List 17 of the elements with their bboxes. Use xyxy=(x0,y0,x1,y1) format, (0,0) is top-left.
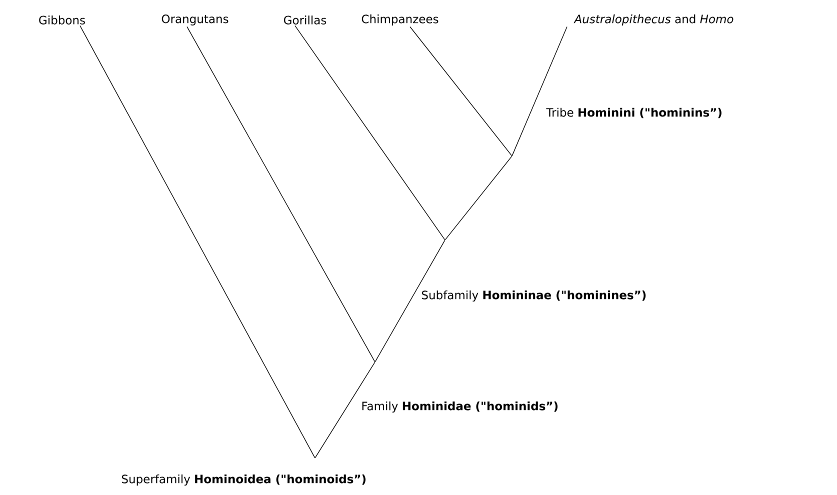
branch-line xyxy=(294,25,446,240)
clade-label: Family Hominidae ("hominids”) xyxy=(362,401,558,413)
clade-label: Tribe Hominini ("hominins”) xyxy=(546,108,722,118)
clade-label: Subfamily Homininae ("hominines”) xyxy=(422,290,646,302)
taxon-label: Gorillas xyxy=(284,16,326,24)
branch-line xyxy=(512,26,568,156)
branch-line xyxy=(80,25,316,458)
taxon-label: Chimpanzees xyxy=(362,14,438,26)
branch-line xyxy=(374,240,446,362)
taxon-label: Gibbons xyxy=(39,16,85,24)
taxon-label: Australopithecus and Homo xyxy=(574,14,734,26)
branch-line xyxy=(410,26,512,156)
clade-label: Superfamily Hominoidea ("hominoids”) xyxy=(122,474,366,486)
branch-line xyxy=(186,26,376,362)
branch-line xyxy=(444,156,512,240)
branch-line xyxy=(314,362,376,458)
taxon-label: Orangutans xyxy=(162,14,228,26)
